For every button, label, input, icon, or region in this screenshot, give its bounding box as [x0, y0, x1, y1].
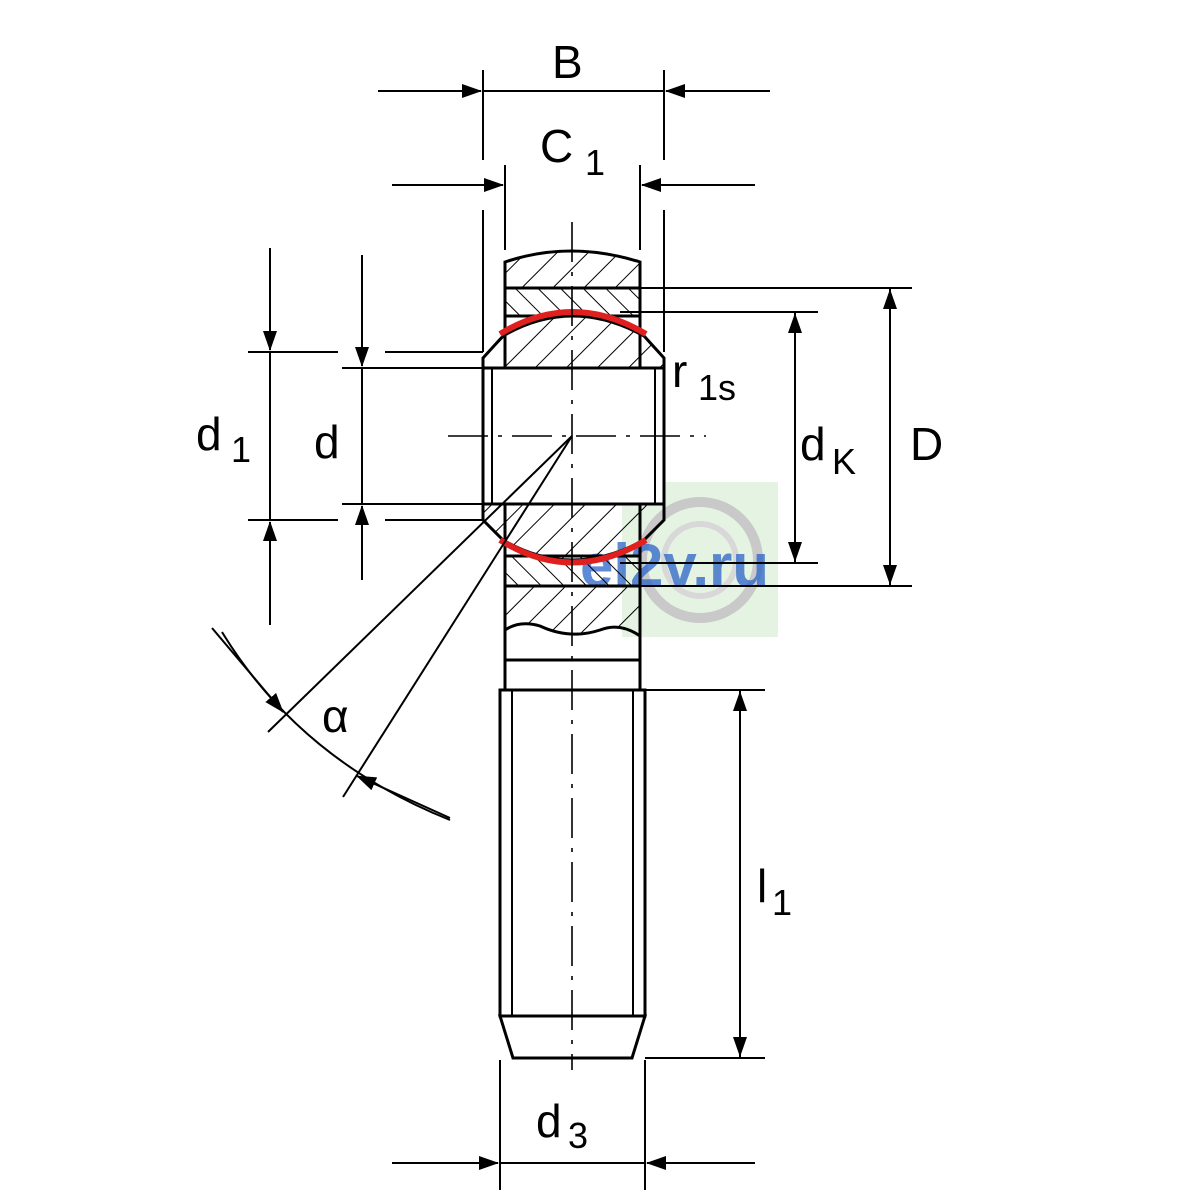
label-B: B — [552, 36, 583, 88]
label-d1: d 1 — [196, 408, 251, 470]
label-D: D — [910, 418, 943, 470]
label-C1-sub: 1 — [585, 142, 605, 183]
label-dK-main: d — [800, 418, 826, 470]
inner-ring — [481, 309, 666, 566]
label-l1: l 1 — [757, 860, 792, 923]
label-C1: C 1 — [540, 120, 605, 183]
label-d3-sub: 3 — [568, 1115, 588, 1156]
center-lines — [448, 222, 706, 1070]
label-alpha: α — [322, 690, 349, 742]
alpha-lines — [211, 435, 573, 821]
label-dK-sub: K — [832, 441, 856, 482]
label-d: d — [314, 416, 340, 468]
label-d1-sub: 1 — [231, 429, 251, 470]
label-r1s: r 1s — [672, 345, 736, 408]
label-r1s-sub: 1s — [698, 367, 736, 408]
label-r1s-main: r — [672, 345, 687, 397]
label-d3: d 3 — [536, 1095, 588, 1156]
label-d3-main: d — [536, 1095, 562, 1147]
label-dK: d K — [800, 418, 856, 482]
label-l1-sub: 1 — [772, 882, 792, 923]
label-d1-main: d — [196, 408, 222, 460]
label-C1-main: C — [540, 120, 573, 172]
dimension-lines — [248, 70, 912, 1190]
label-l1-main: l — [757, 860, 767, 912]
